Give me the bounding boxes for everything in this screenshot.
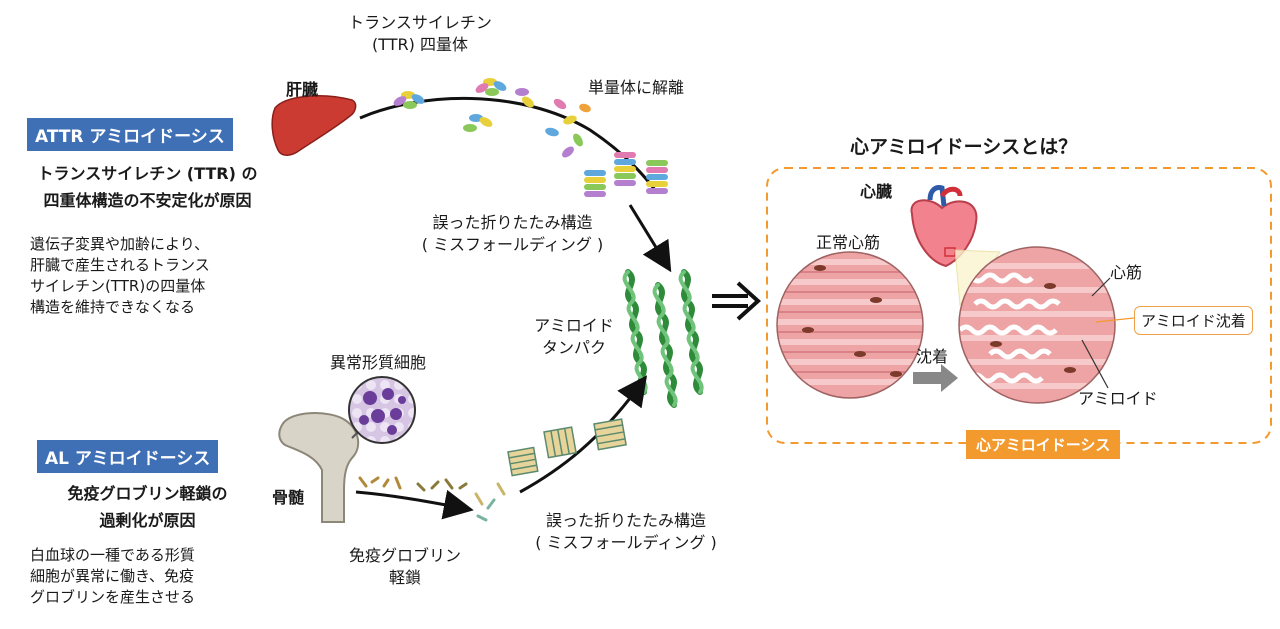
attr-badge: ATTR アミロイドーシス bbox=[27, 118, 233, 151]
ttr-label-line1: トランスサイレチン bbox=[348, 13, 492, 32]
deposit-label: 沈着 bbox=[916, 347, 949, 366]
abnormal-cell-label: 異常形質細胞 bbox=[330, 353, 427, 372]
deposit-pointer-line bbox=[1095, 317, 1135, 323]
amyloid-protein-line1: アミロイド bbox=[534, 316, 614, 335]
normal-myocardium-label: 正常心筋 bbox=[816, 233, 881, 252]
deposit-arrow-icon bbox=[913, 364, 958, 392]
al-misfolded-stacks bbox=[507, 418, 627, 477]
attr-desc-line: サイレチン(TTR)の四量体 bbox=[30, 277, 206, 295]
misfold-bottom-label: 誤った折りたたみ構造 ( ミスフォールディング ) bbox=[516, 510, 736, 554]
attr-desc-line: 肝臓で産生されるトランス bbox=[30, 256, 210, 274]
amyloid-protein-label: アミロイド タンパク bbox=[524, 315, 624, 359]
attr-cause-line1: トランスサイレチン (TTR) の bbox=[37, 164, 258, 183]
al-cause-line1: 免疫グロブリン軽鎖の bbox=[67, 484, 228, 503]
muscle-pointer-line bbox=[1091, 277, 1111, 297]
misfold-top-label: 誤った折りたたみ構造 ( ミスフォールディング ) bbox=[405, 212, 620, 256]
al-cause-line2: 過剰化が原因 bbox=[99, 511, 196, 530]
normal-myocardium-image bbox=[777, 252, 923, 398]
heart-label: 心臓 bbox=[860, 182, 893, 201]
monomer-label: 単量体に解離 bbox=[588, 78, 685, 97]
ttr-tetramer-icons bbox=[393, 78, 534, 132]
attr-desc-line: 遺伝子変異や加齢により、 bbox=[30, 235, 210, 253]
al-misfold-arrow bbox=[519, 375, 648, 494]
al-desc-line: グロブリンを産生させる bbox=[30, 588, 196, 606]
attr-cause-line2: 四重体構造の不安定化が原因 bbox=[43, 191, 252, 210]
ttr-monomer-icons bbox=[545, 98, 591, 158]
light-chain-arrow bbox=[355, 489, 474, 520]
al-badge: AL アミロイドーシス bbox=[37, 440, 219, 473]
ig-line1: 免疫グロブリン bbox=[348, 546, 461, 565]
amyloid-label: アミロイド bbox=[1078, 389, 1158, 408]
misfold-top-line1: 誤った折りたたみ構造 bbox=[432, 213, 593, 232]
ig-line2: 軽鎖 bbox=[388, 568, 421, 587]
ttr-label-line2: (TTR) 四量体 bbox=[372, 35, 468, 54]
abnormal-plasma-cell-icon bbox=[348, 376, 416, 444]
attr-description: 遺伝子変異や加齢により、 肝臓で産生されるトランス サイレチン(TTR)の四量体… bbox=[30, 234, 210, 318]
amyloid-fibril-icons bbox=[622, 269, 704, 408]
amyloid-myocardium-image bbox=[959, 247, 1115, 403]
amyloid-deposit-callout: アミロイド沈着 bbox=[1134, 306, 1253, 335]
liver-label: 肝臓 bbox=[286, 80, 319, 99]
amyloid-pointer-line bbox=[1081, 339, 1109, 389]
ttr-tetramer-label: トランスサイレチン (TTR) 四量体 bbox=[330, 12, 510, 56]
bone-marrow-label: 骨髄 bbox=[272, 488, 305, 507]
ttr-misfolded-stacks bbox=[584, 152, 668, 197]
light-chain-fragments bbox=[358, 476, 506, 522]
misfold-top-line2: ( ミスフォールディング ) bbox=[421, 235, 604, 254]
misfold-bottom-line1: 誤った折りたたみ構造 bbox=[545, 511, 706, 530]
cardiac-panel-title: 心アミロイドーシスとは？ bbox=[850, 136, 1078, 158]
attr-cause: トランスサイレチン (TTR) の 四重体構造の不安定化が原因 bbox=[20, 160, 275, 214]
ttr-pathway-line bbox=[359, 97, 657, 191]
misfold-arrow bbox=[628, 204, 672, 273]
heart-icon bbox=[910, 185, 978, 268]
misfold-bottom-line2: ( ミスフォールディング ) bbox=[535, 533, 717, 552]
attr-desc-line: 構造を維持できなくなる bbox=[30, 298, 196, 316]
al-desc-line: 細胞が異常に働き、免疫 bbox=[30, 567, 194, 585]
cardiac-amyloidosis-badge: 心アミロイドーシス bbox=[966, 430, 1121, 459]
liver-icon bbox=[271, 95, 357, 156]
myocardium-label: 心筋 bbox=[1110, 263, 1143, 282]
big-right-arrow-icon bbox=[712, 281, 761, 321]
al-desc-line: 白血球の一種である形質 bbox=[30, 546, 195, 564]
al-cause: 免疫グロブリン軽鎖の 過剰化が原因 bbox=[20, 480, 275, 534]
ig-light-chain-label: 免疫グロブリン 軽鎖 bbox=[330, 545, 480, 589]
amyloid-protein-line2: タンパク bbox=[541, 338, 606, 357]
al-description: 白血球の一種である形質 細胞が異常に働き、免疫 グロブリンを産生させる bbox=[30, 545, 195, 608]
bone-icon bbox=[278, 412, 360, 523]
